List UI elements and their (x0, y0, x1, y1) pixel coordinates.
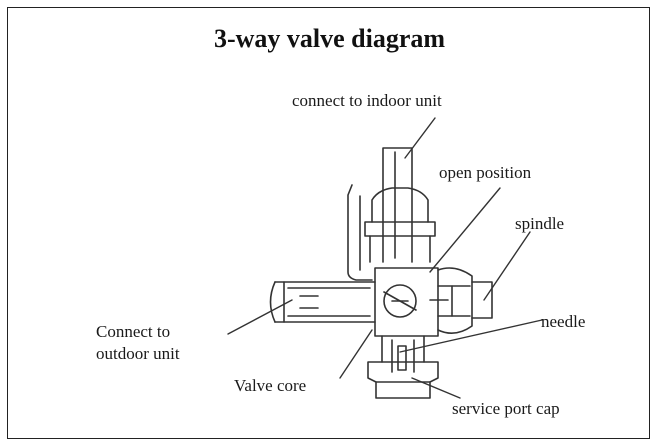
leader-needle (399, 319, 543, 353)
label-spindle: spindle (515, 214, 565, 233)
valve-bonnet (347, 184, 436, 281)
label-outdoor-line1: Connect to (96, 322, 171, 341)
label-service-cap: service port cap (452, 399, 560, 418)
leader-spindle (483, 231, 531, 301)
leader-lines (227, 117, 543, 399)
spindle-housing (429, 267, 493, 334)
leader-valve-core (339, 329, 373, 379)
label-valve-core: Valve core (234, 376, 307, 395)
indoor-pipe (382, 147, 413, 263)
diagram-title: 3-way valve diagram (213, 24, 446, 53)
label-open-position: open position (439, 163, 532, 182)
service-port (367, 335, 439, 399)
leader-service-cap (411, 377, 461, 399)
leader-indoor (404, 117, 436, 159)
leader-open-position (429, 187, 501, 273)
label-needle: needle (541, 312, 586, 331)
diagram-frame (7, 7, 650, 439)
leader-outdoor (227, 299, 293, 335)
valve-chamber (374, 267, 439, 337)
label-indoor: connect to indoor unit (292, 91, 442, 110)
label-outdoor-line2: outdoor unit (96, 344, 180, 363)
outdoor-pipe (269, 281, 376, 323)
